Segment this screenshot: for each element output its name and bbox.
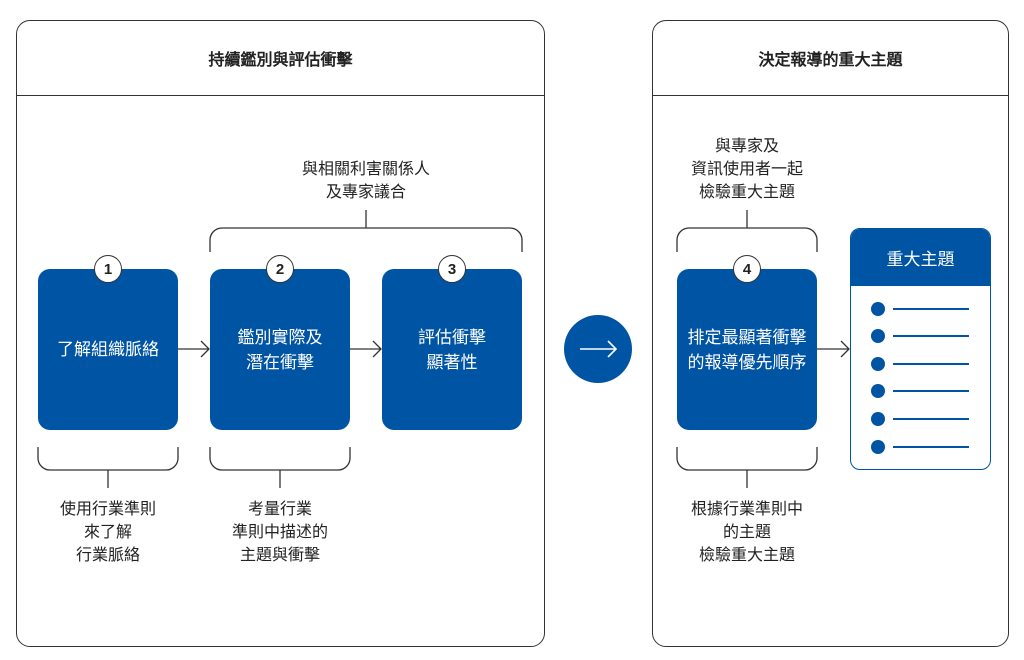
- list-item: [871, 412, 969, 426]
- bullet-icon: [871, 302, 885, 316]
- bracket-top-steps-2-3: [209, 210, 523, 252]
- placeholder-line: [893, 363, 969, 365]
- note-industry-check: 根據行業準則中 的主題 檢驗重大主題: [690, 501, 803, 564]
- bullet-icon: [871, 357, 885, 371]
- bracket-bottom-step-2: [209, 447, 351, 488]
- list-item: [871, 440, 969, 454]
- arrow-1-2: [178, 340, 210, 358]
- placeholder-line: [893, 335, 969, 337]
- bracket-top-step-4: [676, 210, 818, 252]
- list-item: [871, 357, 969, 371]
- note-industry-context: 使用行業準則 來了解 行業脈絡: [59, 501, 156, 564]
- placeholder-line: [893, 446, 969, 448]
- placeholder-line: [893, 418, 969, 420]
- bullet-icon: [871, 384, 885, 398]
- placeholder-line: [893, 390, 969, 392]
- list-item: [871, 329, 969, 343]
- list-item: [871, 384, 969, 398]
- bullet-icon: [871, 329, 885, 343]
- note-industry-topics: 考量行業 準則中描述的 主題與衝擊: [231, 501, 328, 564]
- arrow-4-list: [817, 340, 850, 358]
- step-2-box: 鑑別實際及 潛在衝擊: [210, 269, 350, 430]
- step-3-box: 評估衝擊 顯著性: [382, 269, 522, 430]
- step-1-number: 1: [94, 255, 122, 283]
- material-topics-card: 重大主題: [850, 228, 991, 470]
- list-item: [871, 302, 969, 316]
- bullet-icon: [871, 412, 885, 426]
- step-3-label: 評估衝擊 顯著性: [418, 327, 486, 372]
- step-2-label: 鑑別實際及 潛在衝擊: [237, 327, 323, 372]
- note-stakeholder-engagement: 與相關利害關係人 及專家議合: [301, 161, 430, 201]
- step-4-box: 排定最顯著衝擊 的報導優先順序: [677, 269, 817, 430]
- bracket-bottom-step-4: [676, 447, 818, 488]
- left-panel-title: 持續鑑別與評估衝擊: [17, 21, 544, 96]
- bracket-bottom-step-1: [37, 447, 179, 488]
- placeholder-line: [893, 308, 969, 310]
- right-panel-title: 決定報導的重大主題: [653, 21, 1008, 96]
- step-1-label: 了解組織脈絡: [57, 340, 159, 359]
- material-topics-title: 重大主題: [851, 229, 990, 286]
- step-4-label: 排定最顯著衝擊 的報導優先順序: [687, 327, 807, 372]
- step-1-box: 了解組織脈絡: [38, 269, 178, 430]
- arrow-2-3: [350, 340, 382, 358]
- step-2-number: 2: [266, 255, 294, 283]
- step-4-number: 4: [733, 255, 761, 283]
- bullet-icon: [871, 440, 885, 454]
- step-3-number: 3: [438, 255, 466, 283]
- next-phase-arrow-icon: [564, 315, 632, 383]
- note-expert-review: 與專家及 資訊使用者一起 檢驗重大主題: [690, 138, 803, 201]
